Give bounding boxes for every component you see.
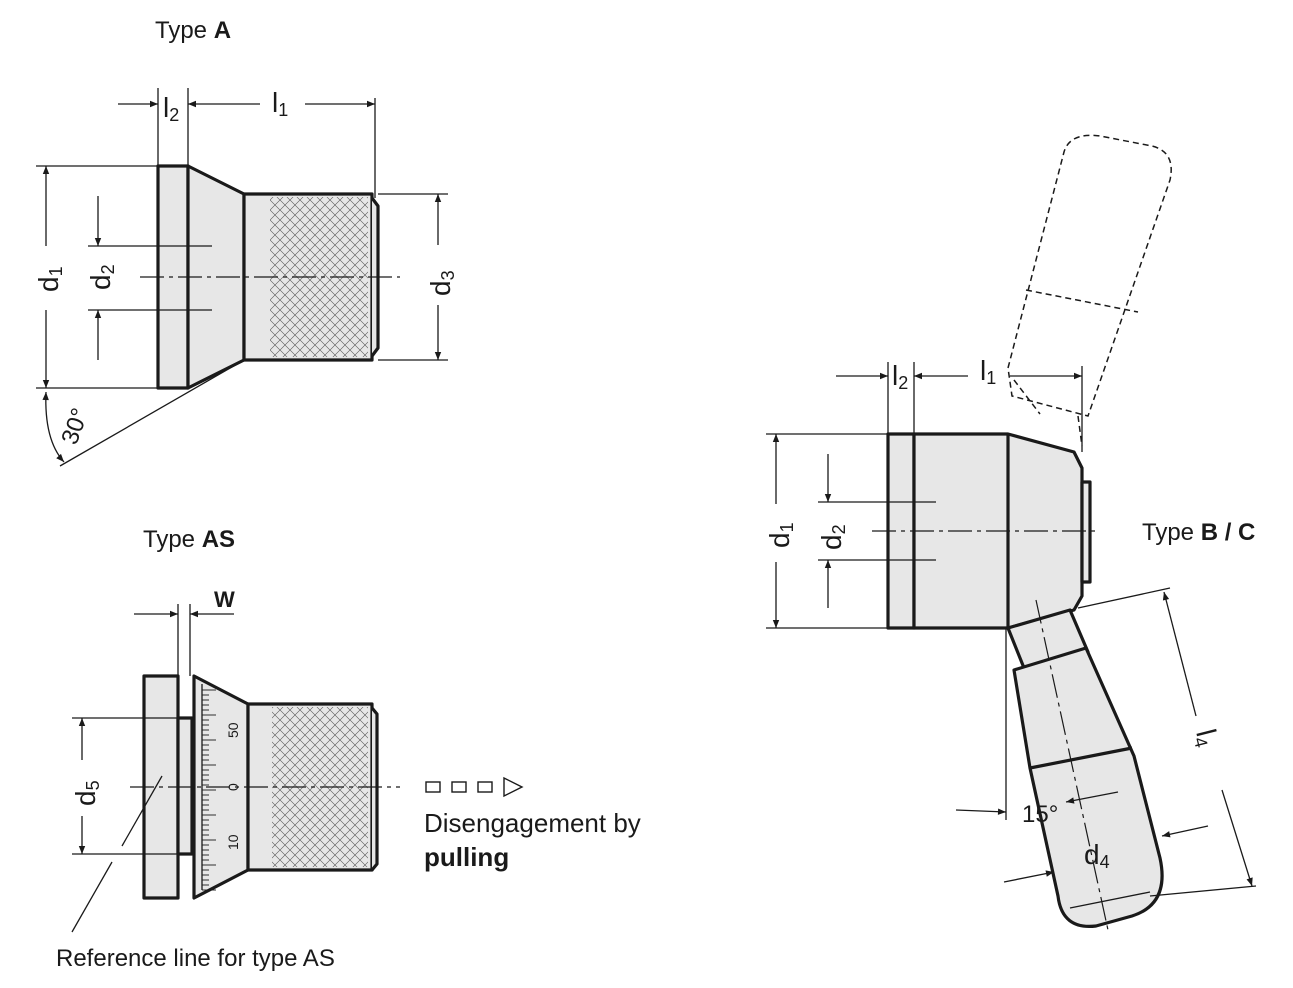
type-a-title: Type A — [155, 17, 231, 44]
type-bc-angle-arrow-left — [955, 808, 1007, 815]
type-as-pull-arrow-icon — [425, 776, 524, 798]
type-as-scale-10: 10 — [225, 834, 241, 850]
type-as-drawing: Type AS W 50 0 10 d5 Reference line for … — [56, 526, 641, 972]
type-bc-angle-arrow-right — [1065, 791, 1119, 804]
type-a-d2-label: d2 — [85, 264, 118, 290]
type-a-cone-extension — [59, 359, 245, 467]
type-a-d1-label: d1 — [33, 266, 66, 292]
type-bc-lever-dashed-outline — [1007, 134, 1172, 417]
type-bc-l1-label: l1 — [980, 355, 996, 388]
type-bc-d1-label: d1 — [764, 522, 797, 548]
type-a-d3-label: d3 — [425, 270, 458, 296]
type-bc-lever-dashed-stem-2 — [1013, 379, 1041, 415]
type-as-d5-label: d5 — [70, 780, 103, 806]
type-bc-end-cap — [1080, 480, 1092, 584]
type-bc-d4-arrow-right — [1161, 825, 1209, 838]
type-as-w-label: W — [214, 587, 235, 612]
type-as-disengage-line2: pulling — [424, 842, 509, 872]
type-bc-title: Type B / C — [1142, 519, 1255, 546]
type-as-disengage-line1: Disengagement by — [424, 808, 641, 838]
type-as-pin — [176, 716, 194, 856]
type-bc-lever-axis — [1035, 599, 1109, 931]
type-a-drawing: Type A l2 l1 d1 d2 — [33, 17, 458, 467]
type-bc-angle-label: 15° — [1022, 801, 1058, 828]
type-bc-l4-ext-top — [1077, 587, 1171, 609]
type-a-l1-label: l1 — [272, 87, 288, 120]
type-bc-l4-arrow-bottom — [1221, 789, 1253, 887]
type-bc-l2-label: l2 — [892, 360, 908, 393]
type-bc-drawing: l2 l1 d1 d2 Type B / C l4 15° d4 — [764, 134, 1257, 931]
type-bc-lever-dashed-ring — [1025, 289, 1139, 313]
type-as-scale-ticks — [202, 689, 216, 891]
type-bc-l4-arrow-top — [1162, 591, 1197, 717]
type-bc-lever-dashed-stem — [1077, 415, 1083, 447]
type-a-angle-label: 30° — [56, 405, 94, 448]
type-bc-l4-label: l4 — [1188, 726, 1224, 750]
type-bc-d4-arrow-left — [1003, 870, 1055, 883]
type-a-l2-label: l2 — [163, 92, 179, 125]
type-as-reference-label: Reference line for type AS — [56, 945, 335, 972]
type-bc-lever-tip-line — [1069, 891, 1151, 909]
type-as-title: Type AS — [143, 526, 235, 553]
type-a-angle-arc — [42, 391, 65, 463]
type-as-scale-0: 0 — [225, 783, 241, 791]
type-as-reference-leader — [71, 861, 113, 933]
type-bc-l4-ext-bottom — [1149, 885, 1257, 897]
type-bc-lever-ring — [1029, 746, 1133, 770]
type-as-scale-50: 50 — [225, 722, 241, 738]
type-as-reference-leader-2 — [121, 775, 163, 847]
type-bc-d4-label: d4 — [1084, 839, 1110, 872]
type-bc-lever-handle — [1012, 646, 1164, 929]
type-bc-d2-label: d2 — [816, 524, 849, 550]
type-as-end-cap — [370, 706, 379, 872]
